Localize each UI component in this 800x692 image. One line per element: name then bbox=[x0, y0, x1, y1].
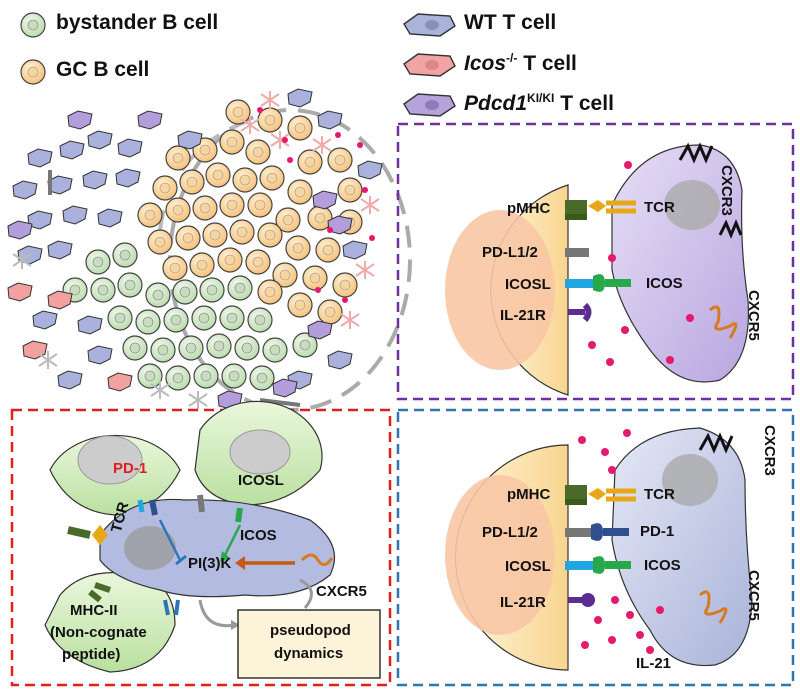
blue-pmhc-label: pMHC bbox=[507, 486, 551, 503]
red-mhc-label: MHC-II bbox=[70, 602, 118, 619]
red-dynamics-label: dynamics bbox=[274, 645, 344, 662]
legend-bystander-label: bystander B cell bbox=[56, 11, 219, 34]
purple-cxcr3-label: CXCR3 bbox=[718, 165, 735, 216]
red-pd1-label: PD-1 bbox=[113, 460, 148, 477]
icos-gene-text: Icos bbox=[464, 52, 507, 75]
purple-panel bbox=[396, 122, 795, 401]
purple-tcr-label: TCR bbox=[644, 199, 675, 216]
blue-tcr-label: TCR bbox=[644, 486, 675, 503]
legend-wt-label: WT T cell bbox=[464, 11, 557, 34]
icos-suffix: T cell bbox=[523, 52, 577, 75]
pdcd1-suffix: T cell bbox=[560, 92, 614, 115]
purple-il21r-label: IL-21R bbox=[500, 307, 546, 324]
purple-icosl-label: ICOSL bbox=[505, 276, 551, 293]
red-panel bbox=[10, 400, 392, 687]
germinal-center-illustration bbox=[7, 88, 412, 412]
blue-pd1-label: PD-1 bbox=[640, 523, 675, 540]
purple-icos-label: ICOS bbox=[646, 275, 683, 292]
purple-pdl-label: PD-L1/2 bbox=[482, 244, 538, 261]
red-peptide-label: peptide) bbox=[62, 646, 121, 663]
blue-il21-label: IL-21 bbox=[636, 655, 672, 672]
legend-wt-tcell-icon bbox=[403, 13, 456, 37]
red-noncognate-label: (Non-cognate bbox=[50, 624, 147, 641]
legend-icos-ko-icon bbox=[403, 53, 456, 77]
legend-pdcd1-label: Pdcd1KI/KI T cell bbox=[464, 91, 614, 116]
blue-icosl-label: ICOSL bbox=[505, 558, 551, 575]
icos-superscript: -/- bbox=[506, 51, 518, 65]
purple-pmhc-label: pMHC bbox=[507, 200, 551, 217]
blue-icos-label: ICOS bbox=[644, 557, 681, 574]
red-pseudopod-label: pseudopod bbox=[270, 622, 351, 639]
red-icosl-label: ICOSL bbox=[238, 472, 284, 489]
blue-cxcr3-label: CXCR3 bbox=[761, 425, 778, 476]
legend-bystander-icon bbox=[20, 12, 46, 38]
pdcd1-gene-text: Pdcd1 bbox=[464, 92, 528, 115]
legend-gc-label: GC B cell bbox=[56, 58, 150, 81]
legend-icos-label: Icos-/- T cell bbox=[464, 51, 577, 76]
legend-gc-icon bbox=[20, 59, 46, 85]
legend-pdcd1-icon bbox=[403, 93, 456, 117]
blue-cxcr5-label: CXCR5 bbox=[745, 570, 762, 621]
pdcd1-superscript: KI/KI bbox=[527, 91, 555, 105]
red-cxcr5-label: CXCR5 bbox=[316, 583, 367, 600]
blue-pdl-label: PD-L1/2 bbox=[482, 524, 538, 541]
blue-panel bbox=[396, 408, 795, 687]
red-icos-label: ICOS bbox=[240, 527, 277, 544]
red-pi3k-label: PI(3)K bbox=[188, 555, 232, 572]
blue-il21r-label: IL-21R bbox=[500, 594, 546, 611]
purple-cxcr5-label: CXCR5 bbox=[745, 290, 762, 341]
